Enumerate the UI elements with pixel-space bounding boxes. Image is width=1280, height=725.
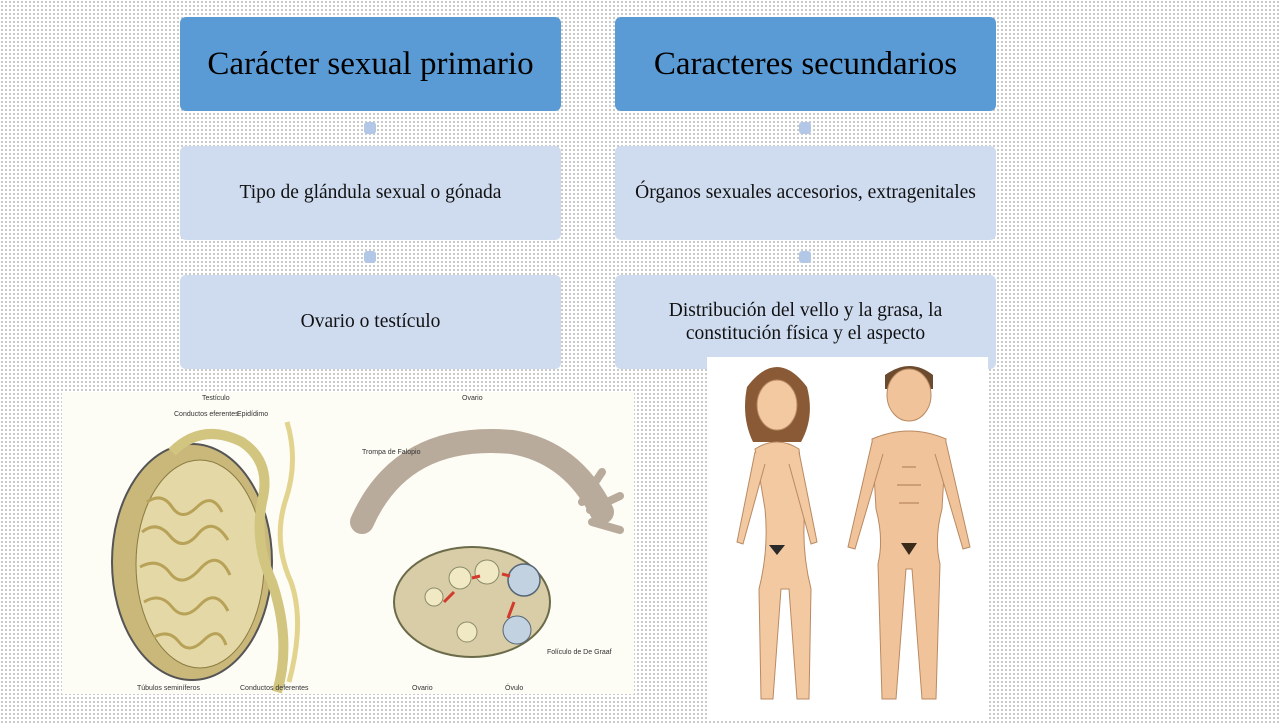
primary-character-header: Carácter sexual primario — [180, 17, 561, 111]
connector — [799, 122, 811, 134]
epididymis — [168, 429, 289, 694]
maturation-arrows — [442, 572, 516, 619]
ovary-testicle-box: Ovario o testículo — [180, 275, 561, 369]
label-efferent-ducts: Conductos eferentes — [174, 411, 239, 418]
follicle — [456, 621, 478, 643]
male-pubic-hair — [901, 543, 917, 555]
body-distribution-box: Distribución del vello y la grasa, la co… — [615, 275, 996, 369]
human-figures-illustration — [707, 357, 988, 720]
vas-deferens — [277, 421, 301, 683]
follicle — [474, 559, 500, 585]
label-vas-deferens: Conductos deferentes — [240, 685, 309, 692]
fimbriae — [578, 468, 624, 534]
label-testicle-title: Testículo — [202, 395, 230, 402]
female-body — [754, 441, 812, 700]
male-head — [886, 368, 932, 422]
gland-type-box: Tipo de glándula sexual o gónada — [180, 146, 561, 240]
gonad-drawing: Testículo Ovario Conductos eferentes Epi… — [111, 395, 624, 694]
label-ovum: Óvulo — [505, 683, 523, 692]
female-pubic-hair — [769, 545, 785, 555]
seminiferous-tubules — [139, 496, 232, 650]
label-ovary-title: Ovario — [462, 395, 483, 402]
gonad-illustration: Testículo Ovario Conductos eferentes Epi… — [62, 392, 634, 694]
secondary-character-header: Caracteres secundarios — [615, 17, 996, 111]
label-ovary: Ovario — [412, 685, 433, 692]
label-graafian-follicle: Folículo de De Graaf — [547, 649, 612, 656]
accessory-organs-box: Órganos sexuales accesorios, extragenita… — [615, 146, 996, 240]
connector — [364, 251, 376, 263]
follicle — [424, 587, 444, 607]
connector — [364, 122, 376, 134]
label-seminiferous-tubules: Túbulos seminíferos — [137, 685, 201, 692]
human-figures-drawing — [736, 366, 971, 700]
female-figure — [736, 367, 818, 700]
male-figure — [847, 366, 971, 700]
graafian-follicle — [507, 563, 541, 597]
male-arms — [847, 441, 971, 550]
male-abdomen-lines — [897, 466, 921, 504]
male-body — [871, 430, 947, 700]
female-arms — [736, 451, 818, 545]
connector — [799, 251, 811, 263]
female-head — [756, 379, 798, 431]
label-epididymis: Epidídimo — [237, 411, 268, 418]
fallopian-tube — [350, 429, 614, 534]
follicle — [448, 566, 472, 590]
label-fallopian-tube: Trompa de Falopio — [362, 449, 421, 456]
follicle — [502, 615, 532, 645]
